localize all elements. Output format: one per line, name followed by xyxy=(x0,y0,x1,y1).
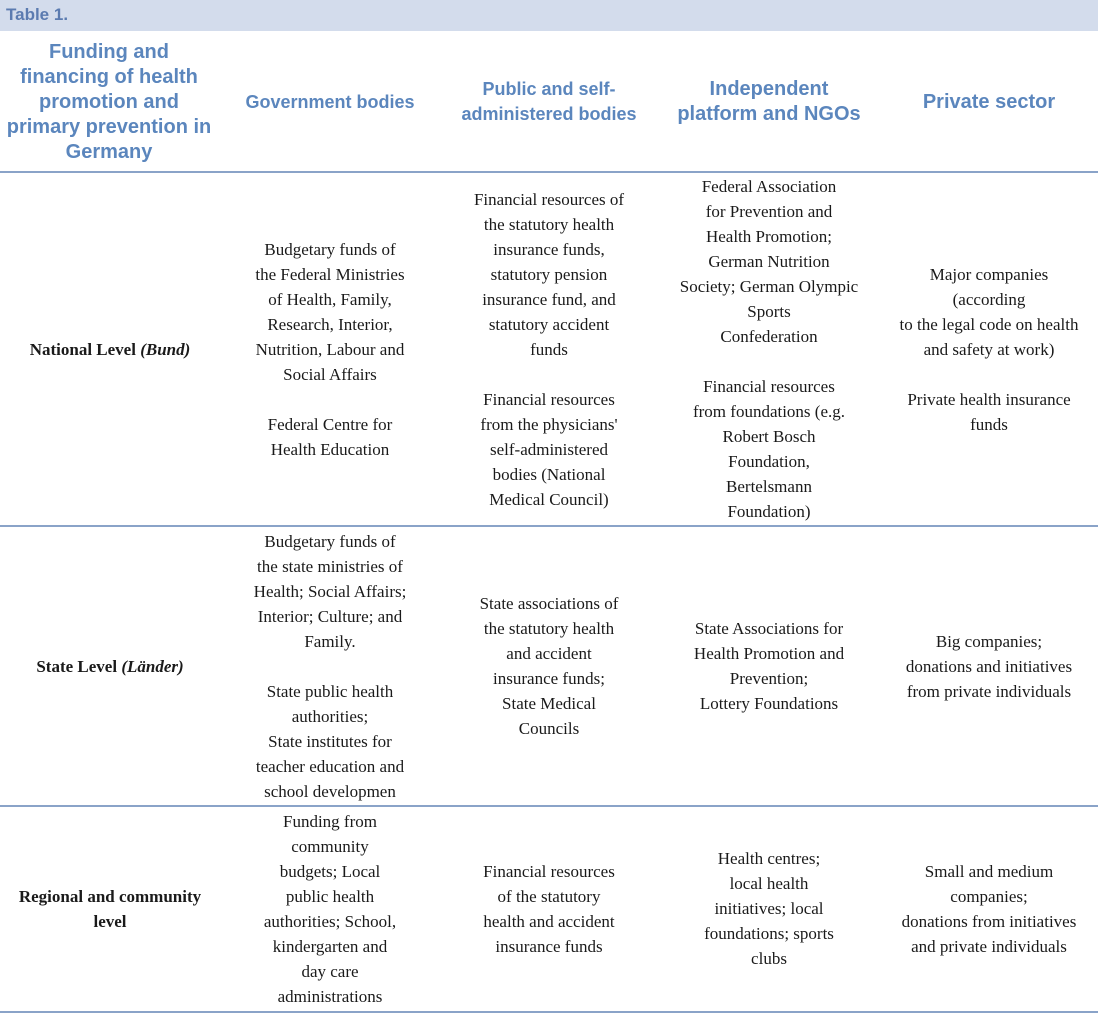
row-label-text: Regional and community level xyxy=(18,886,202,931)
header-funding: Funding and financing of health promotio… xyxy=(6,40,212,163)
row-rule-2 xyxy=(0,805,1098,807)
header-private-sector: Private sector xyxy=(922,90,1056,113)
cell-regional-public: Financial resources of the statutory hea… xyxy=(483,861,615,956)
cell-regional-private: Small and medium companies; donations fr… xyxy=(901,861,1077,956)
table-caption: Table 1. xyxy=(6,5,69,24)
cell-state-government: Budgetary funds of the state ministries … xyxy=(253,531,407,801)
row-label-italic: (Länder) xyxy=(121,656,184,676)
cell-state-public: State associations of the statutory heal… xyxy=(479,594,619,738)
row-label-national: National Level (Bund) xyxy=(0,173,220,525)
header-government-bodies: Government bodies xyxy=(245,91,415,112)
row-label-regional: Regional and community level xyxy=(0,807,220,1010)
header-ngos: Independent platform and NGOs xyxy=(677,78,861,125)
cell-state-ngo: State Associations for Health Promotion … xyxy=(693,619,845,713)
row-rule-1 xyxy=(0,525,1098,527)
cell-regional-government: Funding from community budgets; Local pu… xyxy=(263,811,397,1006)
cell-national-ngo: Federal Association for Prevention and H… xyxy=(679,177,859,521)
row-label-state: State Level (Länder) xyxy=(0,527,220,805)
row-label-italic: (Bund) xyxy=(140,339,191,359)
cell-national-private: Major companies (according to the legal … xyxy=(899,264,1079,434)
row-label-text: National Level xyxy=(29,339,136,359)
header-rule xyxy=(0,171,1098,173)
bottom-rule xyxy=(0,1011,1098,1013)
caption-bar: Table 1. xyxy=(0,0,1098,31)
cell-state-private: Big companies; donations and initiatives… xyxy=(905,631,1073,701)
cell-regional-ngo: Health centres; local health initiatives… xyxy=(704,849,834,968)
cell-national-government: Budgetary funds of the Federal Ministrie… xyxy=(255,239,405,459)
cell-national-public: Financial resources of the statutory hea… xyxy=(473,189,625,509)
row-label-text: State Level xyxy=(36,656,118,676)
header-public-bodies: Public and self-administered bodies xyxy=(461,79,637,124)
